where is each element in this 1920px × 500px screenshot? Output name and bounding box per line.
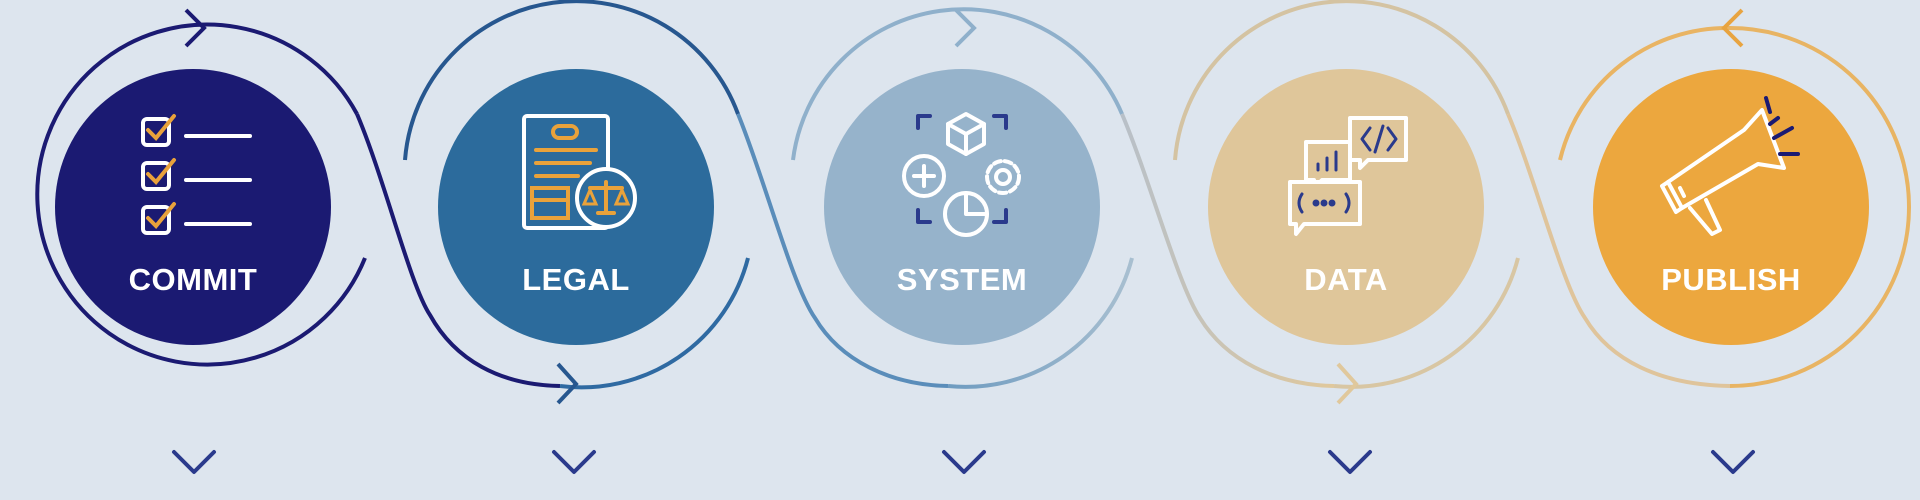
- flow-arc-data-top: [1173, 0, 1510, 161]
- checklist-icon: [141, 114, 252, 235]
- flow-arrow-system: [954, 8, 977, 48]
- stage-circle-legal: [438, 69, 714, 345]
- stage-label-publish: PUBLISH: [1661, 262, 1801, 297]
- stage-commit[interactable]: COMMIT: [35, 8, 367, 367]
- stage-publish[interactable]: PUBLISH: [1506, 8, 1911, 388]
- flow-arc-system-top: [791, 7, 1124, 161]
- chevron-down-icon[interactable]: [546, 440, 602, 480]
- flow-arrow-legal: [556, 362, 579, 405]
- flow-connector-commit-legal: [355, 113, 561, 388]
- flow-arrow-commit: [184, 8, 207, 48]
- flow-arc-data: [1333, 257, 1520, 389]
- legal-document-icon: [522, 114, 637, 230]
- flow-arc-legal-top: [403, 0, 740, 161]
- stage-circle-system: [824, 69, 1100, 345]
- flow-connector-data-publish: [1506, 113, 1731, 388]
- stage-label-legal: LEGAL: [522, 262, 630, 297]
- stage-label-data: DATA: [1304, 262, 1388, 297]
- data-chat-icon: [1288, 116, 1408, 236]
- flow-connector-system-data: [1120, 113, 1335, 388]
- stage-circle-commit: [55, 69, 331, 345]
- flow-arc-publish: [1729, 26, 1911, 388]
- stage-system[interactable]: SYSTEM: [736, 7, 1134, 389]
- flow-arc-publish-top: [1558, 25, 1731, 161]
- flow-arc-legal: [559, 257, 750, 390]
- stage-data[interactable]: DATA: [1120, 0, 1520, 405]
- flow-arc-system: [947, 257, 1134, 389]
- stage-circle-publish: [1593, 69, 1869, 345]
- flow-connector-legal-system: [736, 113, 949, 388]
- chevron-down-icon[interactable]: [936, 440, 992, 480]
- megaphone-icon: [1660, 96, 1800, 236]
- expand-chevrons: [166, 440, 1761, 480]
- flow-arrow-publish: [1721, 8, 1744, 48]
- flow-arc-commit: [35, 22, 367, 367]
- flow-arrow-data: [1336, 362, 1359, 405]
- stage-legal[interactable]: LEGAL: [355, 0, 750, 405]
- chevron-down-icon[interactable]: [1705, 440, 1761, 480]
- stage-label-commit: COMMIT: [129, 262, 258, 297]
- stage-label-system: SYSTEM: [897, 262, 1027, 297]
- system-modules-icon: [902, 112, 1021, 237]
- chevron-down-icon[interactable]: [166, 440, 222, 480]
- chevron-down-icon[interactable]: [1322, 440, 1378, 480]
